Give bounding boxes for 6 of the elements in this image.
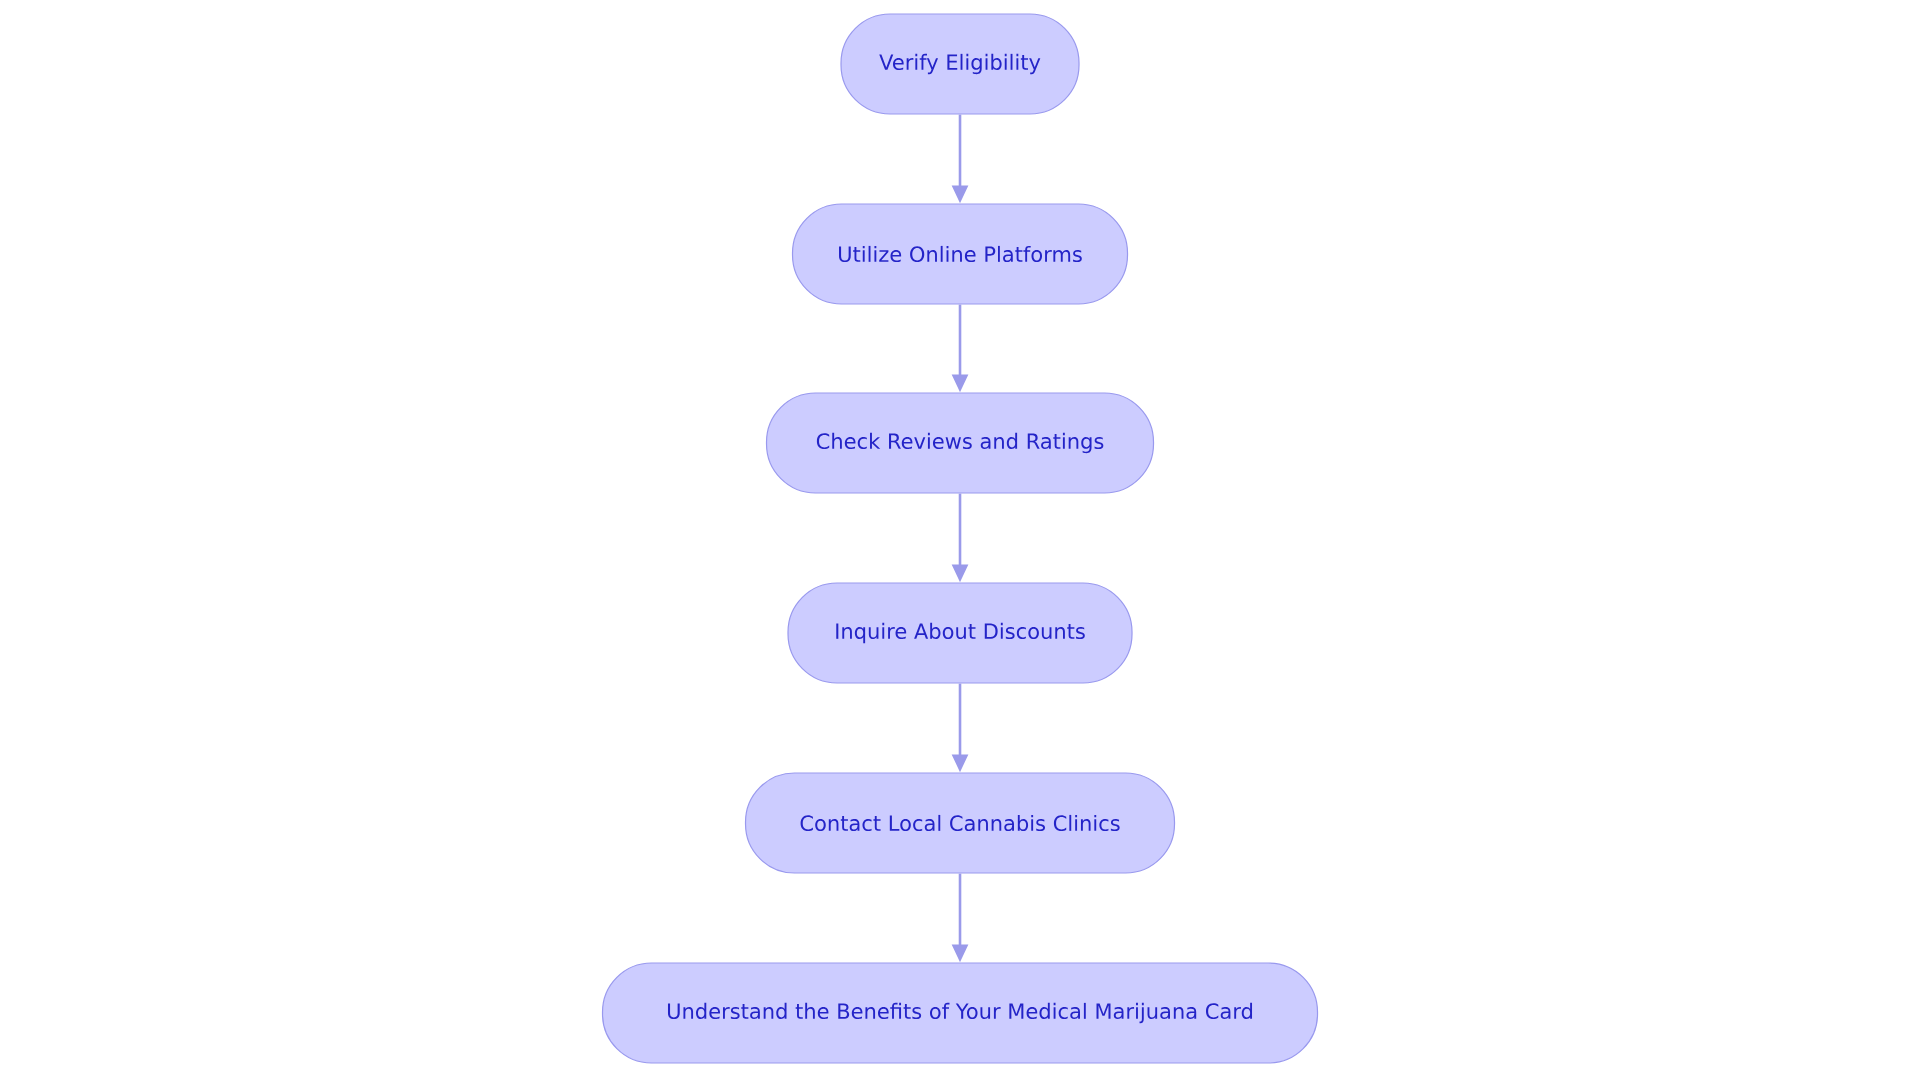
- process-box: Verify Eligibility: [840, 13, 1080, 115]
- process-box: Understand the Benefits of Your Medical Marijuana Card: [601, 962, 1319, 1064]
- process-box: Check Reviews and Ratings: [765, 392, 1155, 494]
- process-box: Contact Local Cannabis Clinics: [744, 772, 1176, 874]
- process-box: Utilize Online Platforms: [791, 203, 1129, 305]
- process-box: Inquire About Discounts: [787, 582, 1133, 684]
